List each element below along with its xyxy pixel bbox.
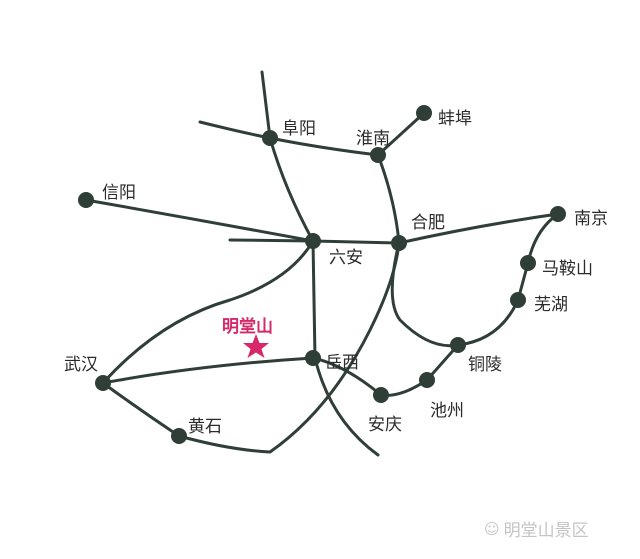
node-anqing xyxy=(373,387,389,403)
label-fuyang: 阜阳 xyxy=(282,119,316,139)
watermark: ☺ 明堂山景区 xyxy=(484,516,589,542)
watermark-text: 明堂山景区 xyxy=(503,521,589,541)
label-chizhou: 池州 xyxy=(430,401,464,421)
node-nanjing xyxy=(550,206,566,222)
node-maanshan xyxy=(520,255,536,271)
label-wuhan: 武汉 xyxy=(64,355,98,375)
node-huainan xyxy=(370,147,386,163)
node-luan xyxy=(305,233,321,249)
node-bengbu xyxy=(416,105,432,121)
line-huainan-hefei xyxy=(376,153,460,348)
label-tongling: 铜陵 xyxy=(468,355,502,375)
node-hefei xyxy=(391,235,407,251)
line-wuhan-luan xyxy=(101,239,315,385)
label-bengbu: 蚌埠 xyxy=(438,109,472,129)
node-yuexi xyxy=(305,350,321,366)
line-wuhan-huangshi xyxy=(101,241,401,454)
node-chizhou xyxy=(419,372,435,388)
line-xinyang-luan xyxy=(84,198,315,243)
label-hefei: 合肥 xyxy=(411,213,445,233)
label-xinyang: 信阳 xyxy=(102,183,136,203)
node-huangshi xyxy=(171,428,187,444)
label-huangshi: 黄石 xyxy=(188,417,222,437)
line-wuhan-yuexi xyxy=(101,356,315,385)
label-luan: 六安 xyxy=(329,248,363,268)
label-huainan: 淮南 xyxy=(356,129,390,149)
label-mingtangshan: 明堂山 xyxy=(222,317,273,337)
node-xinyang xyxy=(78,192,94,208)
line-yuexi-south xyxy=(313,356,380,457)
wechat-icon: ☺ xyxy=(484,519,500,538)
label-yuexi: 岳西 xyxy=(325,353,359,373)
line-huainan-bengbu xyxy=(376,111,426,157)
node-tongling xyxy=(450,337,466,353)
label-maanshan: 马鞍山 xyxy=(542,259,593,279)
label-nanjing: 南京 xyxy=(574,209,608,229)
label-wuhu: 芜湖 xyxy=(534,295,568,315)
star-icon xyxy=(243,334,269,358)
node-wuhan xyxy=(95,375,111,391)
node-wuhu xyxy=(510,292,526,308)
label-anqing: 安庆 xyxy=(368,415,402,435)
node-fuyang xyxy=(262,130,278,146)
